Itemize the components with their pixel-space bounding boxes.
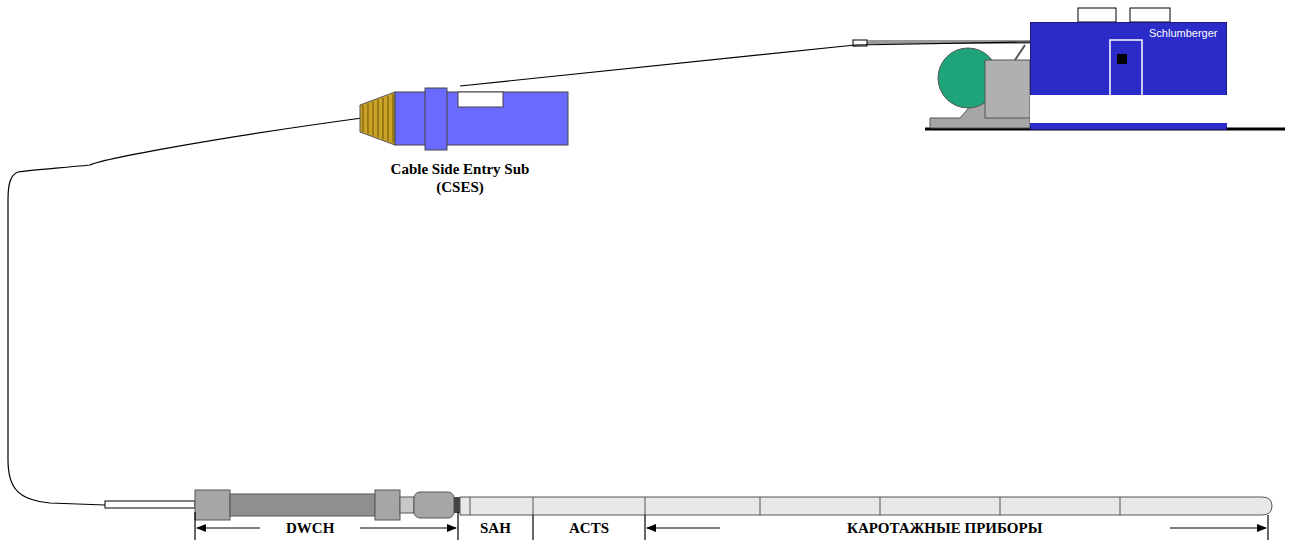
dimension-label: SAH [477,520,514,537]
dimension-label: КАРОТАЖНЫЕ ПРИБОРЫ [844,520,1045,537]
roof-box [1130,8,1170,22]
part-label: Cable Side Entry Sub (CSES) [385,160,535,196]
dwch-part [195,490,230,520]
boom-strut [1015,45,1025,60]
company-name: Schlumberger [1149,27,1217,39]
cable-head [105,501,195,508]
tool-joints [470,497,1120,515]
logging-truck: Schlumberger [1030,22,1227,130]
dwch-neck [400,497,414,513]
dwch-latch [414,492,454,518]
side-entry-sub: Cable Side Entry Sub (CSES) [355,86,575,200]
dwch-body [230,494,375,516]
dimension-label: DWCH [283,520,337,537]
dwch-part [375,490,400,520]
dimension-label: ACTS [566,520,612,537]
roof-box [1078,8,1116,22]
wireline-cable [460,42,1030,86]
connector [454,497,460,513]
dimension-arrows [197,527,1266,528]
wireline-cable [8,118,362,505]
logging-tools [460,497,1272,515]
dimension-ticks [195,512,1268,540]
winch-housing [985,60,1030,118]
cses-illustration [355,86,575,158]
